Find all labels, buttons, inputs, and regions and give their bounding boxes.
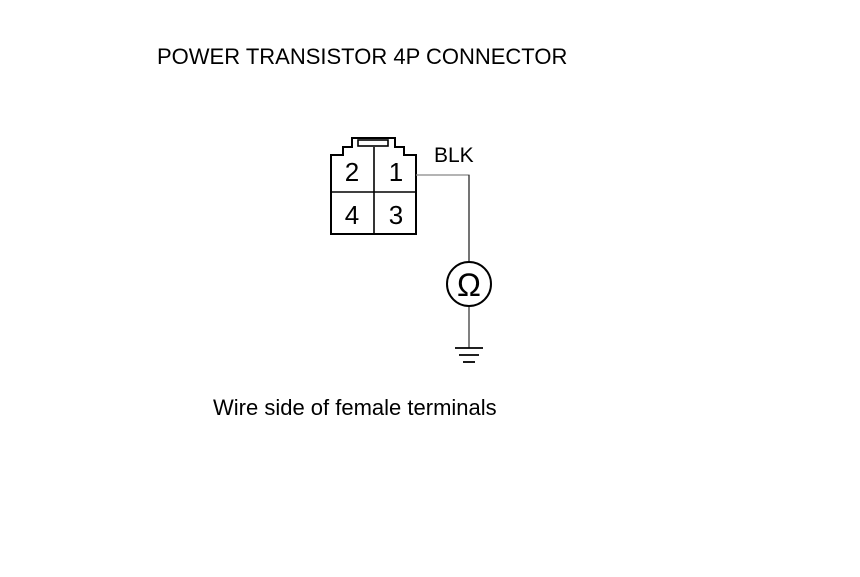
terminal-4: 4 xyxy=(345,200,359,230)
probe-wire xyxy=(416,174,470,262)
wire-color-label: BLK xyxy=(434,144,474,167)
terminal-2: 2 xyxy=(345,157,359,187)
connector-housing xyxy=(330,137,417,235)
diagram-title: POWER TRANSISTOR 4P CONNECTOR xyxy=(157,44,568,69)
ground-icon xyxy=(455,347,483,363)
terminal-3: 3 xyxy=(389,200,403,230)
ohm-symbol: Ω xyxy=(457,267,481,303)
terminal-1: 1 xyxy=(389,157,403,187)
locking-tab xyxy=(357,139,389,147)
ohmmeter-icon: Ω xyxy=(446,261,492,307)
diagram-caption: Wire side of female terminals xyxy=(213,395,497,420)
